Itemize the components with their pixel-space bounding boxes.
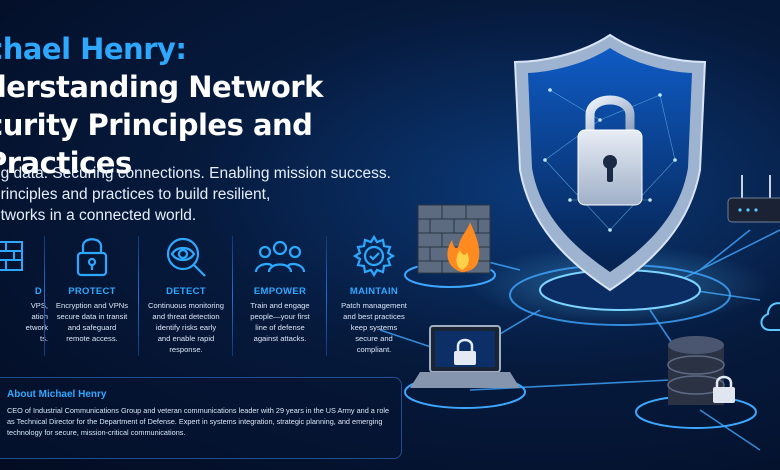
laptop-icon: [404, 325, 526, 409]
divider: [326, 236, 327, 356]
pillar-detect: DETECT Continuous monitoring and threat …: [140, 232, 232, 360]
pillar-desc: Continuous monitoring and threat detecti…: [148, 301, 224, 354]
pillar-defend: D VPS, ation etwork ts.: [0, 232, 52, 360]
database-icon: [635, 336, 757, 429]
pillar-desc: Patch management and best practices keep…: [341, 301, 407, 354]
about-heading: About Michael Henry: [7, 389, 107, 400]
page-title: chael Henry: derstanding Network curity …: [0, 30, 456, 182]
pillar-desc: Encryption and VPNs secure data in trans…: [55, 301, 129, 343]
people-icon: [234, 232, 326, 280]
pillar-empower: EMPOWER Train and engage people—your fir…: [234, 232, 326, 360]
subtitle-line-2: principles and practices to build resili…: [0, 186, 271, 203]
title-line-2: derstanding Network: [0, 70, 323, 104]
gear-check-icon: [328, 232, 420, 280]
subtitle-line-3: etworks in a connected world.: [0, 207, 197, 224]
title-line-3: curity Principles and Practices: [0, 108, 313, 180]
title-line-1: chael Henry:: [0, 32, 187, 66]
pillars-row: D VPS, ation etwork ts. PROTECT Encrypti…: [0, 232, 407, 362]
pillar-name: MAINTAIN: [349, 286, 399, 297]
cloud-icon: [760, 302, 780, 331]
padlock-icon: [46, 232, 138, 280]
pillar-maintain: MAINTAIN Patch management and best pract…: [328, 232, 420, 360]
pillar-name: PROTECT: [68, 286, 116, 297]
router-icon: [727, 175, 780, 223]
padlock-icon: [577, 95, 643, 206]
about-body: CEO of Industrial Communications Group a…: [7, 406, 390, 437]
subtitle: ng data. Securing connections. Enabling …: [0, 163, 391, 226]
eye-magnifier-icon: [140, 232, 232, 280]
pillar-desc: Train and engage people—your first line …: [250, 301, 310, 343]
divider: [44, 236, 45, 356]
pillar-protect: PROTECT Encryption and VPNs secure data …: [46, 232, 138, 360]
subtitle-line-1: ng data. Securing connections. Enabling …: [0, 165, 391, 182]
pillar-name: D: [34, 286, 42, 297]
firewall-icon: [0, 232, 52, 280]
pillar-desc: VPS, ation etwork ts.: [25, 301, 48, 343]
firewall-icon: [404, 204, 496, 288]
pillar-name: DETECT: [166, 286, 206, 297]
pillar-name: EMPOWER: [253, 286, 307, 297]
divider: [232, 236, 233, 356]
divider: [138, 236, 139, 356]
about-panel: About Michael Henry CEO of Industrial Co…: [0, 377, 402, 459]
